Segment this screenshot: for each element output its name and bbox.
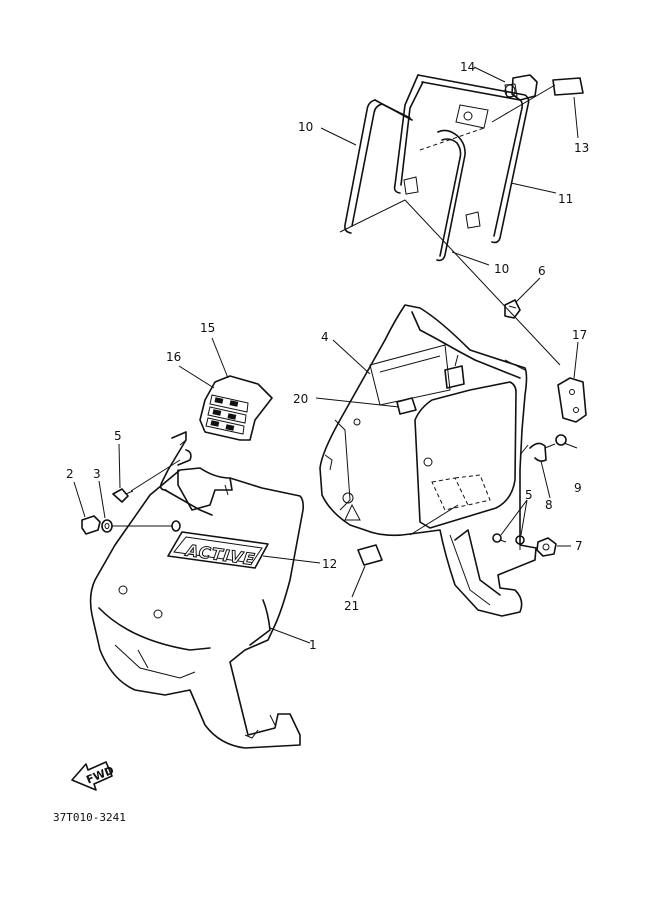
label-2: 2 (66, 467, 74, 481)
label-7: 7 (575, 539, 583, 553)
badge-15 (205, 394, 249, 435)
mark-14 (199, 375, 273, 441)
label-21: 21 (344, 599, 359, 613)
trim-strip-11 (393, 74, 530, 244)
label-5-right: 5 (525, 488, 533, 502)
label-14: 15 (200, 321, 215, 335)
label-6: 6 (538, 264, 546, 278)
label-3: 3 (93, 467, 101, 481)
screw-9 (544, 434, 567, 449)
pad-21 (357, 544, 383, 566)
inner-panel-4 (319, 304, 537, 617)
label-10-lower: 10 (494, 262, 509, 276)
label-16: 12 (322, 557, 337, 571)
screw-5-left (112, 488, 134, 503)
trim-strip-10-right (436, 129, 466, 262)
label-1: 1 (309, 638, 317, 652)
cover-socket (171, 520, 181, 532)
fwd-arrow-icon: FWD (71, 761, 116, 791)
label-8: 8 (545, 498, 553, 512)
pad-20 (396, 397, 417, 415)
label-17: 17 (572, 328, 587, 342)
bolt-7 (536, 537, 557, 557)
label-10-upper: 10 (298, 120, 313, 134)
label-11: 11 (558, 192, 573, 206)
drawing-code: 37T010-3241 (53, 811, 126, 824)
fwd-text: FWD (84, 764, 116, 787)
latch-13 (504, 74, 538, 101)
front-cover-1 (89, 467, 304, 749)
bracket-17 (557, 377, 587, 423)
tag-12 (552, 77, 584, 96)
grommet-6 (504, 299, 521, 319)
label-9: 9 (574, 481, 582, 495)
label-12: 13 (574, 141, 589, 155)
label-13: 14 (460, 60, 475, 74)
screws-5-right (492, 533, 525, 550)
part-labels: 14 13 10 11 10 6 4 17 20 15 16 5 3 2 9 8… (66, 60, 589, 652)
label-15: 16 (166, 350, 181, 364)
trim-strip-10-left (344, 99, 413, 234)
emblem-text: ACTIVE (183, 540, 257, 569)
cover-bracket (159, 431, 213, 516)
leader-lines (73, 66, 579, 644)
cap-2 (81, 515, 101, 535)
emblem-16: ACTIVE (167, 531, 269, 570)
label-20: 20 (293, 392, 308, 406)
label-4: 4 (321, 330, 329, 344)
washer-3 (101, 519, 113, 533)
clip-8 (529, 442, 547, 462)
label-5-left: 5 (114, 429, 122, 443)
